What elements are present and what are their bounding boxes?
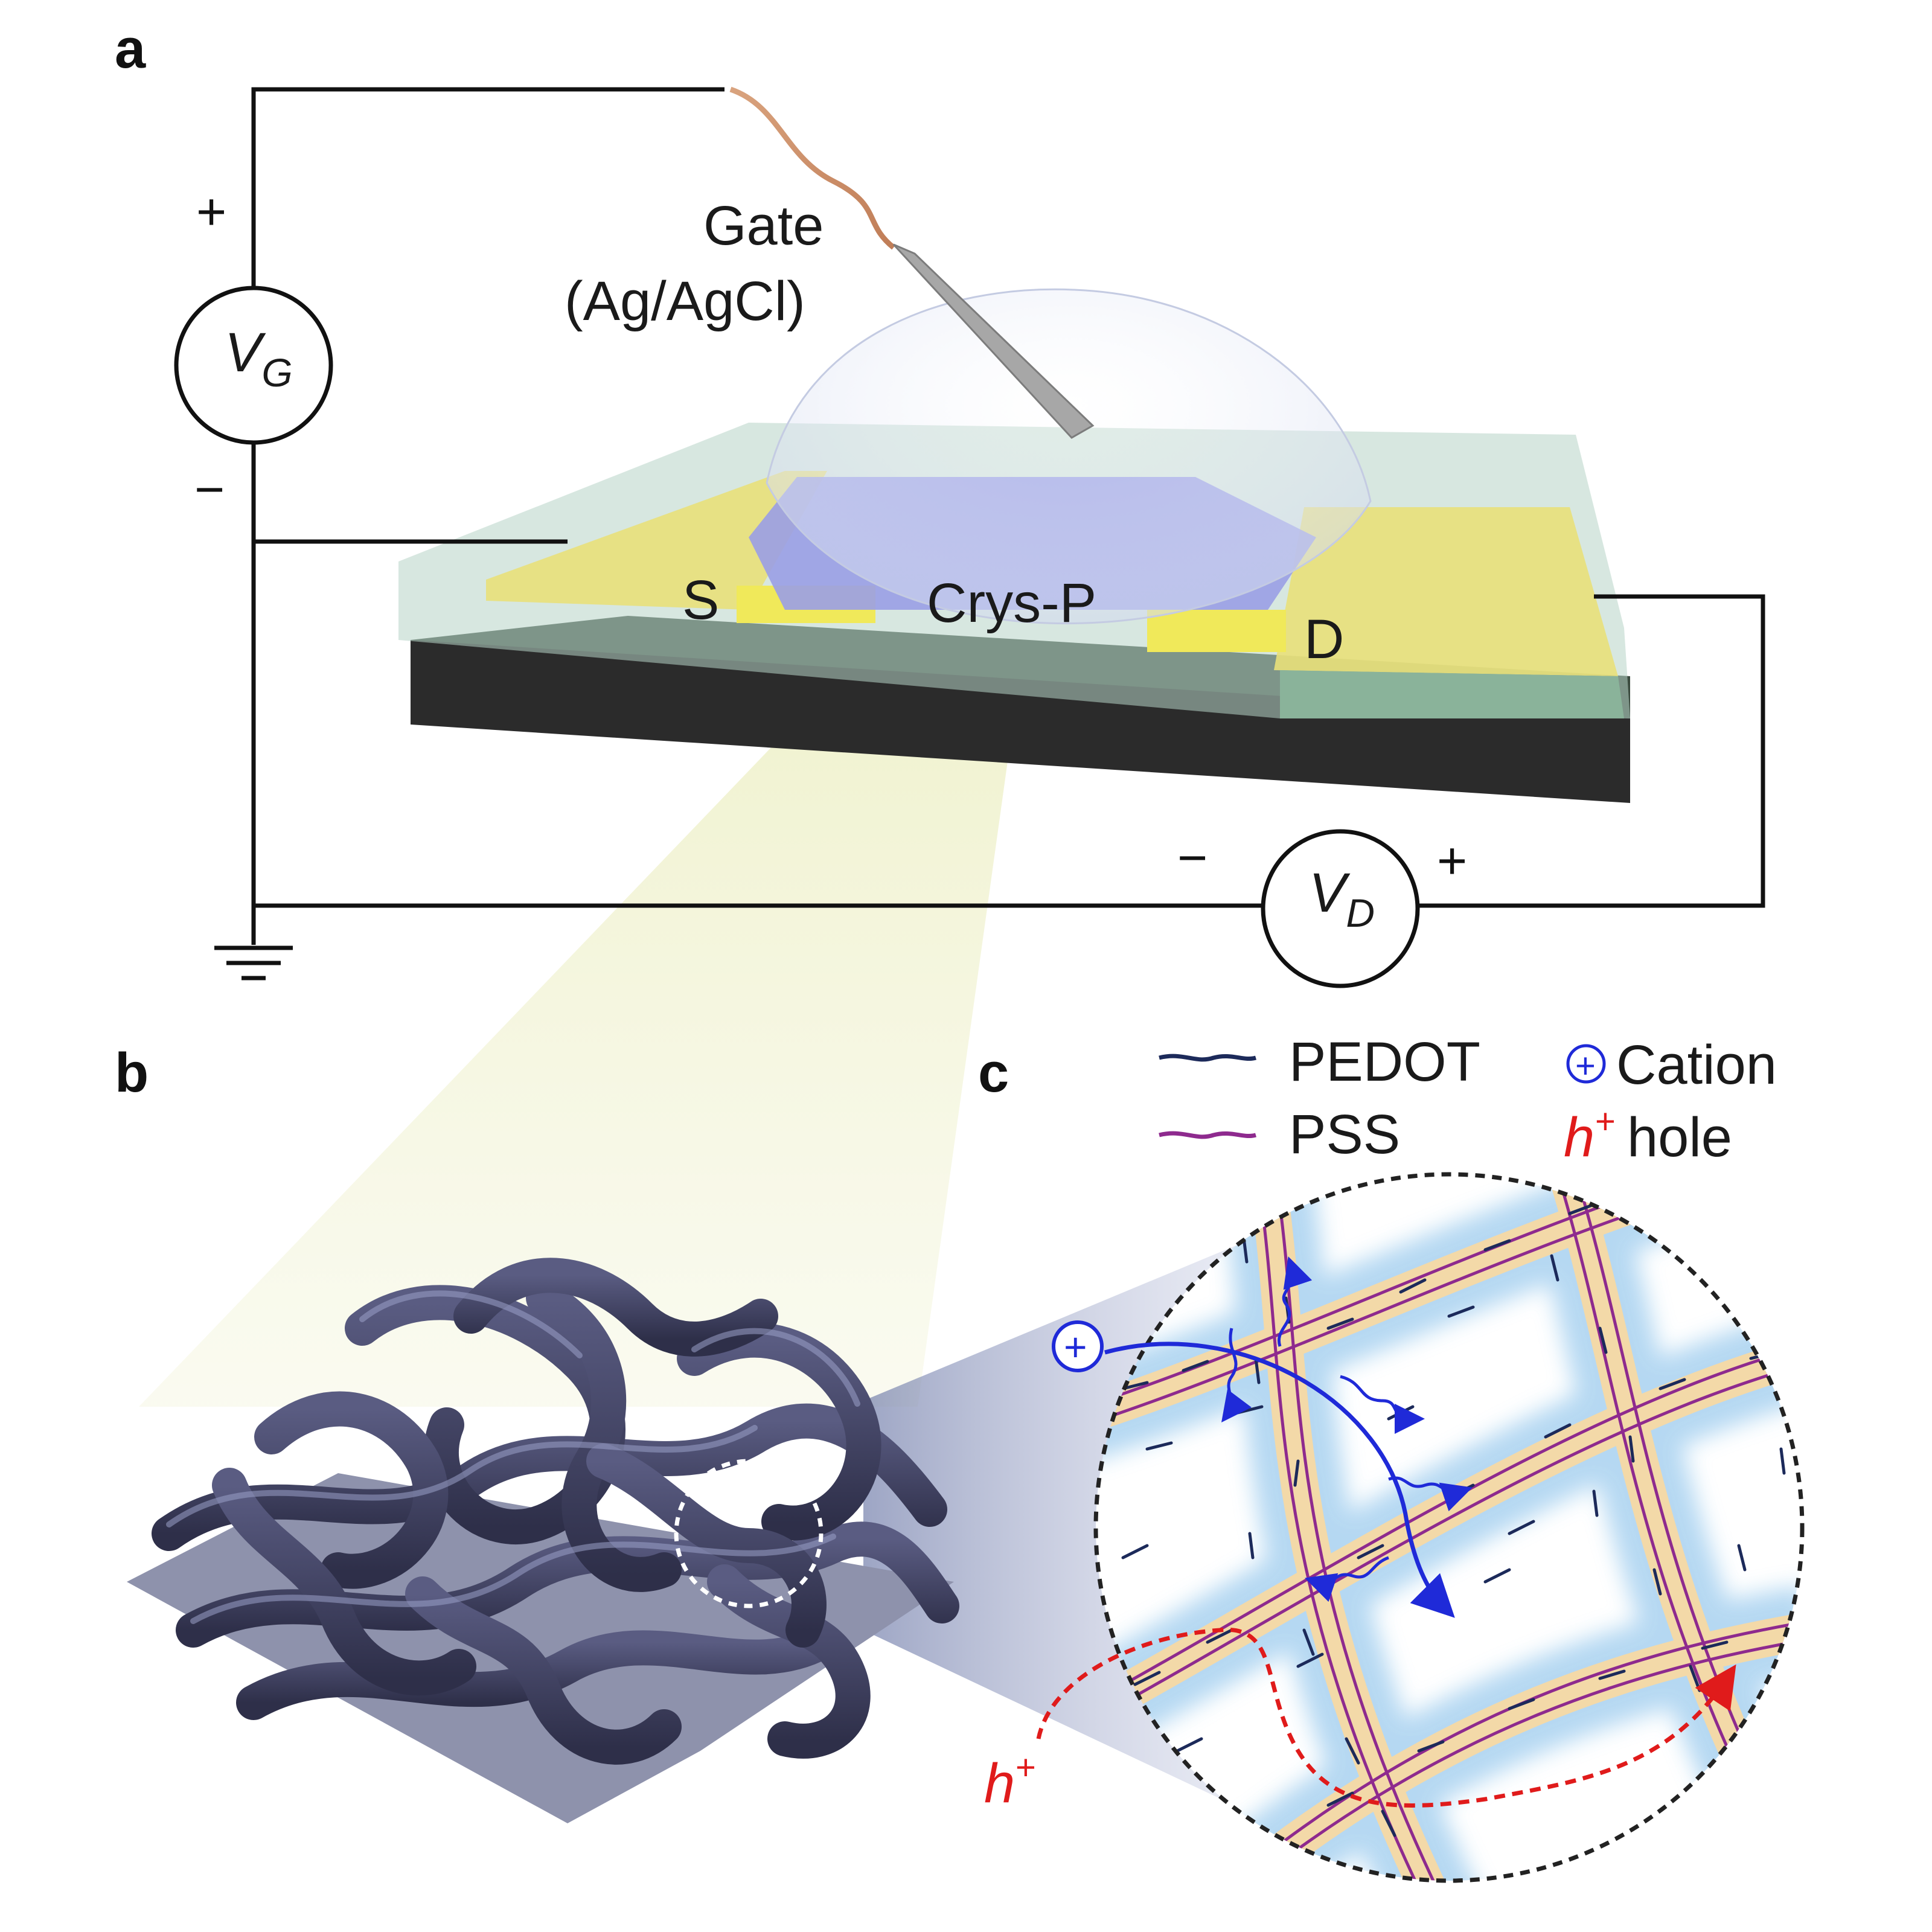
legend-cation-symbol: +: [1575, 1046, 1596, 1086]
vd-minus: −: [1177, 829, 1208, 887]
magnified-view: [1093, 1172, 1805, 1883]
legend-cation-icon: [1566, 1044, 1606, 1084]
legend: PEDOT PSS + Cation h+ hole: [1159, 1031, 1777, 1168]
vg-symbol: VG: [225, 322, 293, 395]
drain-pad: [1274, 507, 1618, 676]
legend-hole-symbol: h+: [1564, 1102, 1615, 1168]
gate-circuit-wire: [251, 87, 724, 320]
panel-c-letter: c: [978, 1042, 1009, 1104]
ground-symbol: [214, 906, 293, 980]
channel-label: Crys-P: [927, 572, 1096, 634]
vg-meter: VG: [174, 286, 333, 445]
fiber-network: [152, 1258, 959, 1765]
legend-pss-swatch: [1159, 1131, 1257, 1139]
cation-wiggles: [1221, 1256, 1473, 1602]
gate-electrode: [892, 243, 1095, 439]
source-label: S: [682, 569, 719, 631]
panel-a-letter: a: [115, 18, 146, 80]
hole-arrow: [1036, 1627, 1736, 1808]
drain-label: D: [1304, 609, 1344, 670]
drain-base: [1280, 670, 1624, 718]
device: [398, 288, 1630, 803]
pedot-segments: [1121, 1174, 1786, 1837]
legend-pss-label: PSS: [1289, 1104, 1400, 1165]
hole-label: h+: [984, 1748, 1035, 1814]
substrate-front: [411, 640, 1630, 803]
electrolyte-droplet: [766, 288, 1372, 625]
legend-pedot-swatch: [1159, 1054, 1257, 1062]
legend-cation-label: Cation: [1616, 1034, 1777, 1096]
vg-plus: +: [196, 183, 226, 241]
vd-plus: +: [1437, 832, 1467, 890]
legend-pedot-label: PEDOT: [1289, 1031, 1480, 1093]
cation-path: +: [1052, 1256, 1473, 1618]
cation-icon: [1052, 1320, 1104, 1372]
vd-symbol: VD: [1309, 862, 1375, 935]
zoom-region-marker: [674, 1459, 824, 1608]
panel-b-letter: b: [115, 1042, 149, 1104]
legend-hole-label: hole: [1627, 1107, 1732, 1168]
source-pad: [486, 471, 827, 610]
drain-circuit-wire: [1419, 594, 1765, 908]
gate-label: Gate: [703, 195, 824, 257]
zoom-beam: [139, 670, 1020, 1407]
drain-contact: [1147, 610, 1286, 652]
hole-path: h+: [984, 1627, 1736, 1814]
cation-arrow: [1104, 1342, 1455, 1618]
vd-meter: VD: [1261, 829, 1420, 988]
gate-material-label: (Ag/AgCl): [565, 270, 805, 332]
cation-symbol: +: [1064, 1325, 1087, 1369]
vg-minus: −: [194, 461, 225, 519]
gate-wire: [729, 86, 895, 250]
